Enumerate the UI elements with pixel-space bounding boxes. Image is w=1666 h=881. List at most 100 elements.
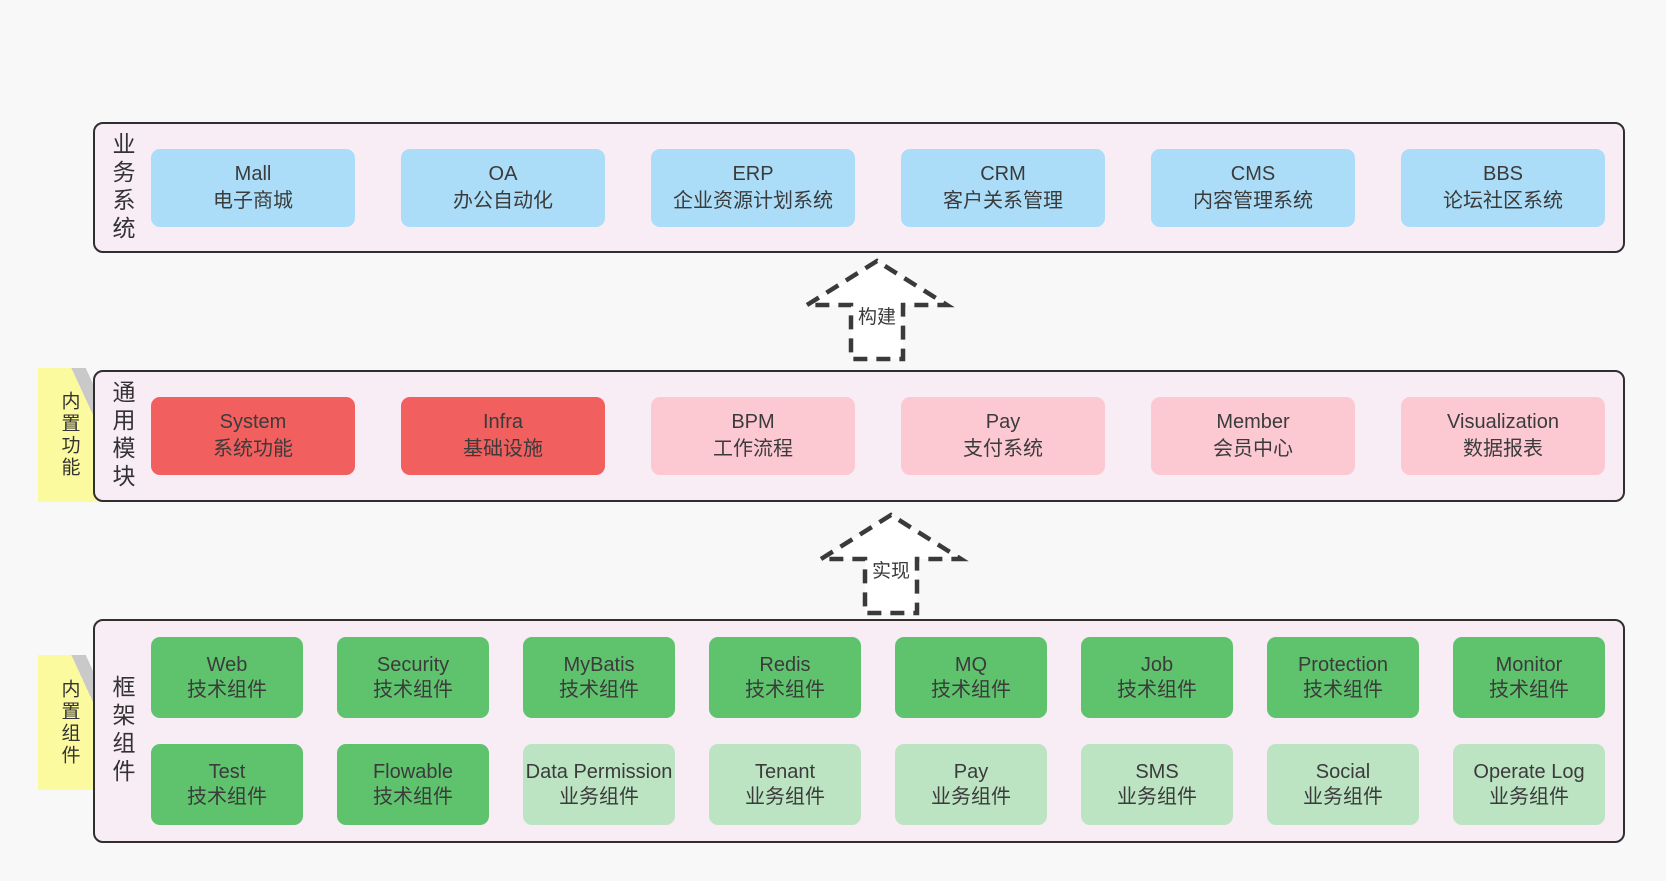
box-row: System 系统功能 Infra 基础设施 BPM 工作流程 Pay 支付系统… bbox=[151, 397, 1605, 475]
box-tenant: Tenant 业务组件 bbox=[709, 744, 861, 825]
sticky-note-label: 内置组件 bbox=[58, 678, 80, 767]
box-subtitle: 业务组件 bbox=[1117, 785, 1197, 808]
box-visualization: Visualization 数据报表 bbox=[1401, 397, 1605, 475]
box-subtitle: 技术组件 bbox=[745, 678, 825, 701]
box-social: Social 业务组件 bbox=[1267, 744, 1419, 825]
box-title: Flowable bbox=[372, 760, 454, 783]
box-title: Social bbox=[1315, 760, 1371, 783]
sticky-note-builtin-features: 内置功能 bbox=[38, 368, 100, 502]
box-pay-business: Pay 业务组件 bbox=[895, 744, 1047, 825]
box-subtitle: 电子商城 bbox=[213, 189, 293, 212]
box-subtitle: 支付系统 bbox=[963, 438, 1043, 460]
box-title: Visualization bbox=[1447, 411, 1559, 433]
box-title: Tenant bbox=[754, 760, 816, 783]
box-job: Job 技术组件 bbox=[1081, 637, 1233, 718]
box-title: Job bbox=[1140, 653, 1174, 676]
box-mall: Mall 电子商城 bbox=[151, 148, 355, 227]
box-erp: ERP 企业资源计划系统 bbox=[651, 148, 855, 227]
sticky-note-label: 内置功能 bbox=[58, 391, 80, 479]
box-title: CRM bbox=[980, 162, 1026, 185]
box-subtitle: 技术组件 bbox=[1117, 678, 1197, 701]
box-subtitle: 业务组件 bbox=[931, 785, 1011, 808]
band-common-modules: 通用模块 System 系统功能 Infra 基础设施 BPM 工作流程 Pay… bbox=[93, 370, 1625, 502]
box-subtitle: 技术组件 bbox=[187, 678, 267, 701]
box-title: Infra bbox=[482, 411, 524, 433]
box-security: Security 技术组件 bbox=[337, 637, 489, 718]
box-subtitle: 技术组件 bbox=[1489, 678, 1569, 701]
box-subtitle: 企业资源计划系统 bbox=[673, 189, 833, 212]
box-monitor: Monitor 技术组件 bbox=[1453, 637, 1605, 718]
band-side-label: 业务系统 bbox=[109, 131, 135, 244]
box-web: Web 技术组件 bbox=[151, 637, 303, 718]
box-member: Member 会员中心 bbox=[1151, 397, 1355, 475]
box-subtitle: 技术组件 bbox=[373, 678, 453, 701]
box-subtitle: 业务组件 bbox=[1489, 785, 1569, 808]
box-infra: Infra 基础设施 bbox=[401, 397, 605, 475]
build-arrow-label: 构建 bbox=[854, 302, 900, 329]
box-flowable: Flowable 技术组件 bbox=[337, 744, 489, 825]
box-title: Security bbox=[376, 653, 450, 676]
box-bpm: BPM 工作流程 bbox=[651, 397, 855, 475]
box-title: Test bbox=[208, 760, 246, 783]
box-title: Monitor bbox=[1495, 653, 1563, 676]
box-subtitle: 业务组件 bbox=[1303, 785, 1383, 808]
box-title: System bbox=[219, 411, 287, 433]
box-redis: Redis 技术组件 bbox=[709, 637, 861, 718]
box-subtitle: 技术组件 bbox=[1303, 678, 1383, 701]
band-side-label: 框架组件 bbox=[109, 675, 135, 787]
band-business-systems: 业务系统 Mall 电子商城 OA 办公自动化 ERP 企业资源计划系统 CRM… bbox=[93, 122, 1625, 253]
box-title: OA bbox=[488, 162, 518, 185]
band-side-label: 通用模块 bbox=[109, 380, 135, 492]
box-title: Mall bbox=[234, 162, 272, 185]
box-subtitle: 业务组件 bbox=[745, 785, 825, 808]
box-title: BPM bbox=[731, 411, 775, 433]
box-subtitle: 技术组件 bbox=[559, 678, 639, 701]
band-content: System 系统功能 Infra 基础设施 BPM 工作流程 Pay 支付系统… bbox=[149, 372, 1623, 500]
box-row: Web 技术组件 Security 技术组件 MyBatis 技术组件 Redi… bbox=[151, 637, 1605, 718]
box-pay-module: Pay 支付系统 bbox=[901, 397, 1105, 475]
box-cms: CMS 内容管理系统 bbox=[1151, 148, 1355, 227]
box-crm: CRM 客户关系管理 bbox=[901, 148, 1105, 227]
box-data-permission: Data Permission 业务组件 bbox=[523, 744, 675, 825]
box-title: MyBatis bbox=[563, 653, 635, 676]
box-subtitle: 数据报表 bbox=[1463, 438, 1543, 460]
implement-arrow-label: 实现 bbox=[868, 556, 914, 583]
box-title: Web bbox=[206, 653, 248, 676]
box-subtitle: 工作流程 bbox=[713, 438, 793, 460]
box-sms: SMS 业务组件 bbox=[1081, 744, 1233, 825]
build-arrow: 构建 bbox=[793, 258, 961, 362]
box-subtitle: 论坛社区系统 bbox=[1443, 189, 1563, 212]
box-subtitle: 基础设施 bbox=[463, 438, 543, 460]
box-row: Test 技术组件 Flowable 技术组件 Data Permission … bbox=[151, 744, 1605, 825]
box-title: ERP bbox=[732, 162, 774, 185]
box-subtitle: 技术组件 bbox=[931, 678, 1011, 701]
box-row: Mall 电子商城 OA 办公自动化 ERP 企业资源计划系统 CRM 客户关系… bbox=[151, 148, 1605, 227]
box-system: System 系统功能 bbox=[151, 397, 355, 475]
box-mq: MQ 技术组件 bbox=[895, 637, 1047, 718]
box-subtitle: 客户关系管理 bbox=[943, 189, 1063, 212]
box-title: Member bbox=[1216, 411, 1290, 433]
box-subtitle: 业务组件 bbox=[559, 785, 639, 808]
box-title: MQ bbox=[954, 653, 988, 676]
box-subtitle: 技术组件 bbox=[187, 785, 267, 808]
box-subtitle: 会员中心 bbox=[1213, 438, 1293, 460]
box-subtitle: 办公自动化 bbox=[453, 189, 553, 212]
box-oa: OA 办公自动化 bbox=[401, 148, 605, 227]
box-subtitle: 系统功能 bbox=[213, 438, 293, 460]
box-subtitle: 技术组件 bbox=[373, 785, 453, 808]
implement-arrow: 实现 bbox=[807, 512, 975, 616]
band-content: Mall 电子商城 OA 办公自动化 ERP 企业资源计划系统 CRM 客户关系… bbox=[149, 124, 1623, 251]
box-protection: Protection 技术组件 bbox=[1267, 637, 1419, 718]
box-operate-log: Operate Log 业务组件 bbox=[1453, 744, 1605, 825]
box-title: Protection bbox=[1297, 653, 1389, 676]
box-title: Redis bbox=[759, 653, 811, 676]
box-title: Pay bbox=[985, 411, 1021, 433]
box-title: Data Permission bbox=[525, 760, 673, 783]
box-title: SMS bbox=[1135, 760, 1179, 783]
box-mybatis: MyBatis 技术组件 bbox=[523, 637, 675, 718]
box-title: Pay bbox=[953, 760, 989, 783]
box-subtitle: 内容管理系统 bbox=[1193, 189, 1313, 212]
box-test: Test 技术组件 bbox=[151, 744, 303, 825]
band-framework-components: 框架组件 Web 技术组件 Security 技术组件 MyBatis 技术组件… bbox=[93, 619, 1625, 843]
